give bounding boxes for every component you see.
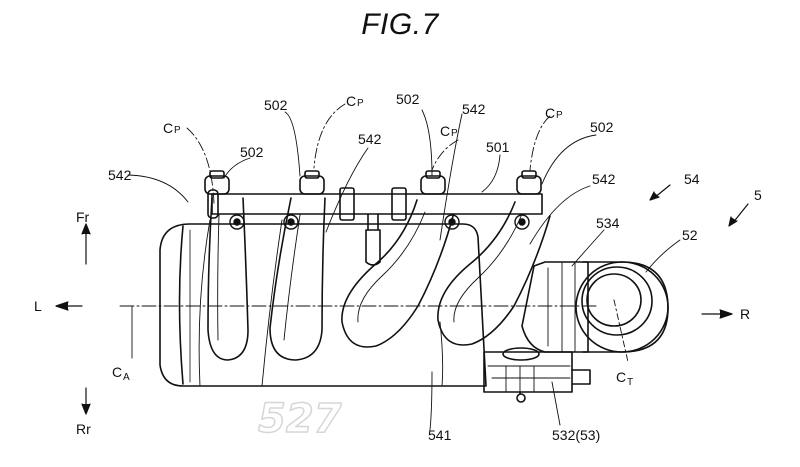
ca-axis-line bbox=[119, 305, 597, 359]
intake-pipe bbox=[575, 261, 669, 353]
label-5: 5 bbox=[754, 187, 762, 203]
throttle-body bbox=[521, 261, 589, 353]
injector-1 bbox=[204, 170, 230, 195]
label-502-c: 502 bbox=[396, 91, 420, 107]
label-542-b: 542 bbox=[358, 131, 382, 147]
label-rear: Rr bbox=[76, 421, 91, 437]
label-532: 532(53) bbox=[552, 427, 600, 443]
label-left: L bbox=[34, 298, 42, 314]
label-502-d: 502 bbox=[590, 119, 614, 135]
svg-text:C: C bbox=[440, 123, 450, 139]
labels: Fr Rr L R 542 502 502 502 502 542 542 54… bbox=[34, 91, 762, 443]
throttle-actuator bbox=[483, 347, 591, 403]
svg-text:C: C bbox=[112, 364, 122, 380]
svg-text:A: A bbox=[123, 372, 130, 383]
fuel-rail bbox=[207, 187, 543, 266]
ct-axis-line bbox=[613, 299, 629, 363]
injector-4 bbox=[516, 170, 542, 195]
injector-3 bbox=[420, 170, 446, 195]
label-front: Fr bbox=[76, 209, 90, 225]
svg-text:C: C bbox=[616, 369, 626, 385]
leader-lines bbox=[127, 109, 681, 431]
runner-tube-1 bbox=[198, 197, 249, 387]
direction-arrows bbox=[55, 184, 749, 415]
mounting-bolts bbox=[229, 214, 530, 230]
label-541: 541 bbox=[428, 427, 452, 443]
label-542-d: 542 bbox=[592, 171, 616, 187]
label-542-left: 542 bbox=[108, 167, 132, 183]
svg-text:P: P bbox=[556, 110, 563, 121]
injector-2 bbox=[299, 170, 325, 195]
label-501: 501 bbox=[486, 139, 510, 155]
label-right: R bbox=[740, 306, 750, 322]
label-542-c: 542 bbox=[462, 101, 486, 117]
svg-text:C: C bbox=[545, 105, 555, 121]
cp-axis-lines bbox=[186, 103, 551, 205]
runner-tube-2 bbox=[261, 197, 326, 387]
label-54: 54 bbox=[684, 171, 700, 187]
label-502-a: 502 bbox=[264, 97, 288, 113]
svg-text:C: C bbox=[346, 93, 356, 109]
label-534: 534 bbox=[596, 215, 620, 231]
svg-text:C: C bbox=[163, 120, 173, 136]
svg-text:P: P bbox=[451, 128, 458, 139]
runner-tube-3 bbox=[341, 199, 454, 348]
label-52: 52 bbox=[682, 227, 698, 243]
svg-text:T: T bbox=[627, 377, 633, 388]
label-502-b: 502 bbox=[240, 144, 264, 160]
figure-title: FIG.7 bbox=[361, 8, 439, 41]
svg-text:P: P bbox=[174, 125, 181, 136]
svg-text:P: P bbox=[357, 98, 364, 109]
runner-tube-4 bbox=[437, 201, 551, 387]
watermark-text: 527 bbox=[258, 396, 342, 442]
